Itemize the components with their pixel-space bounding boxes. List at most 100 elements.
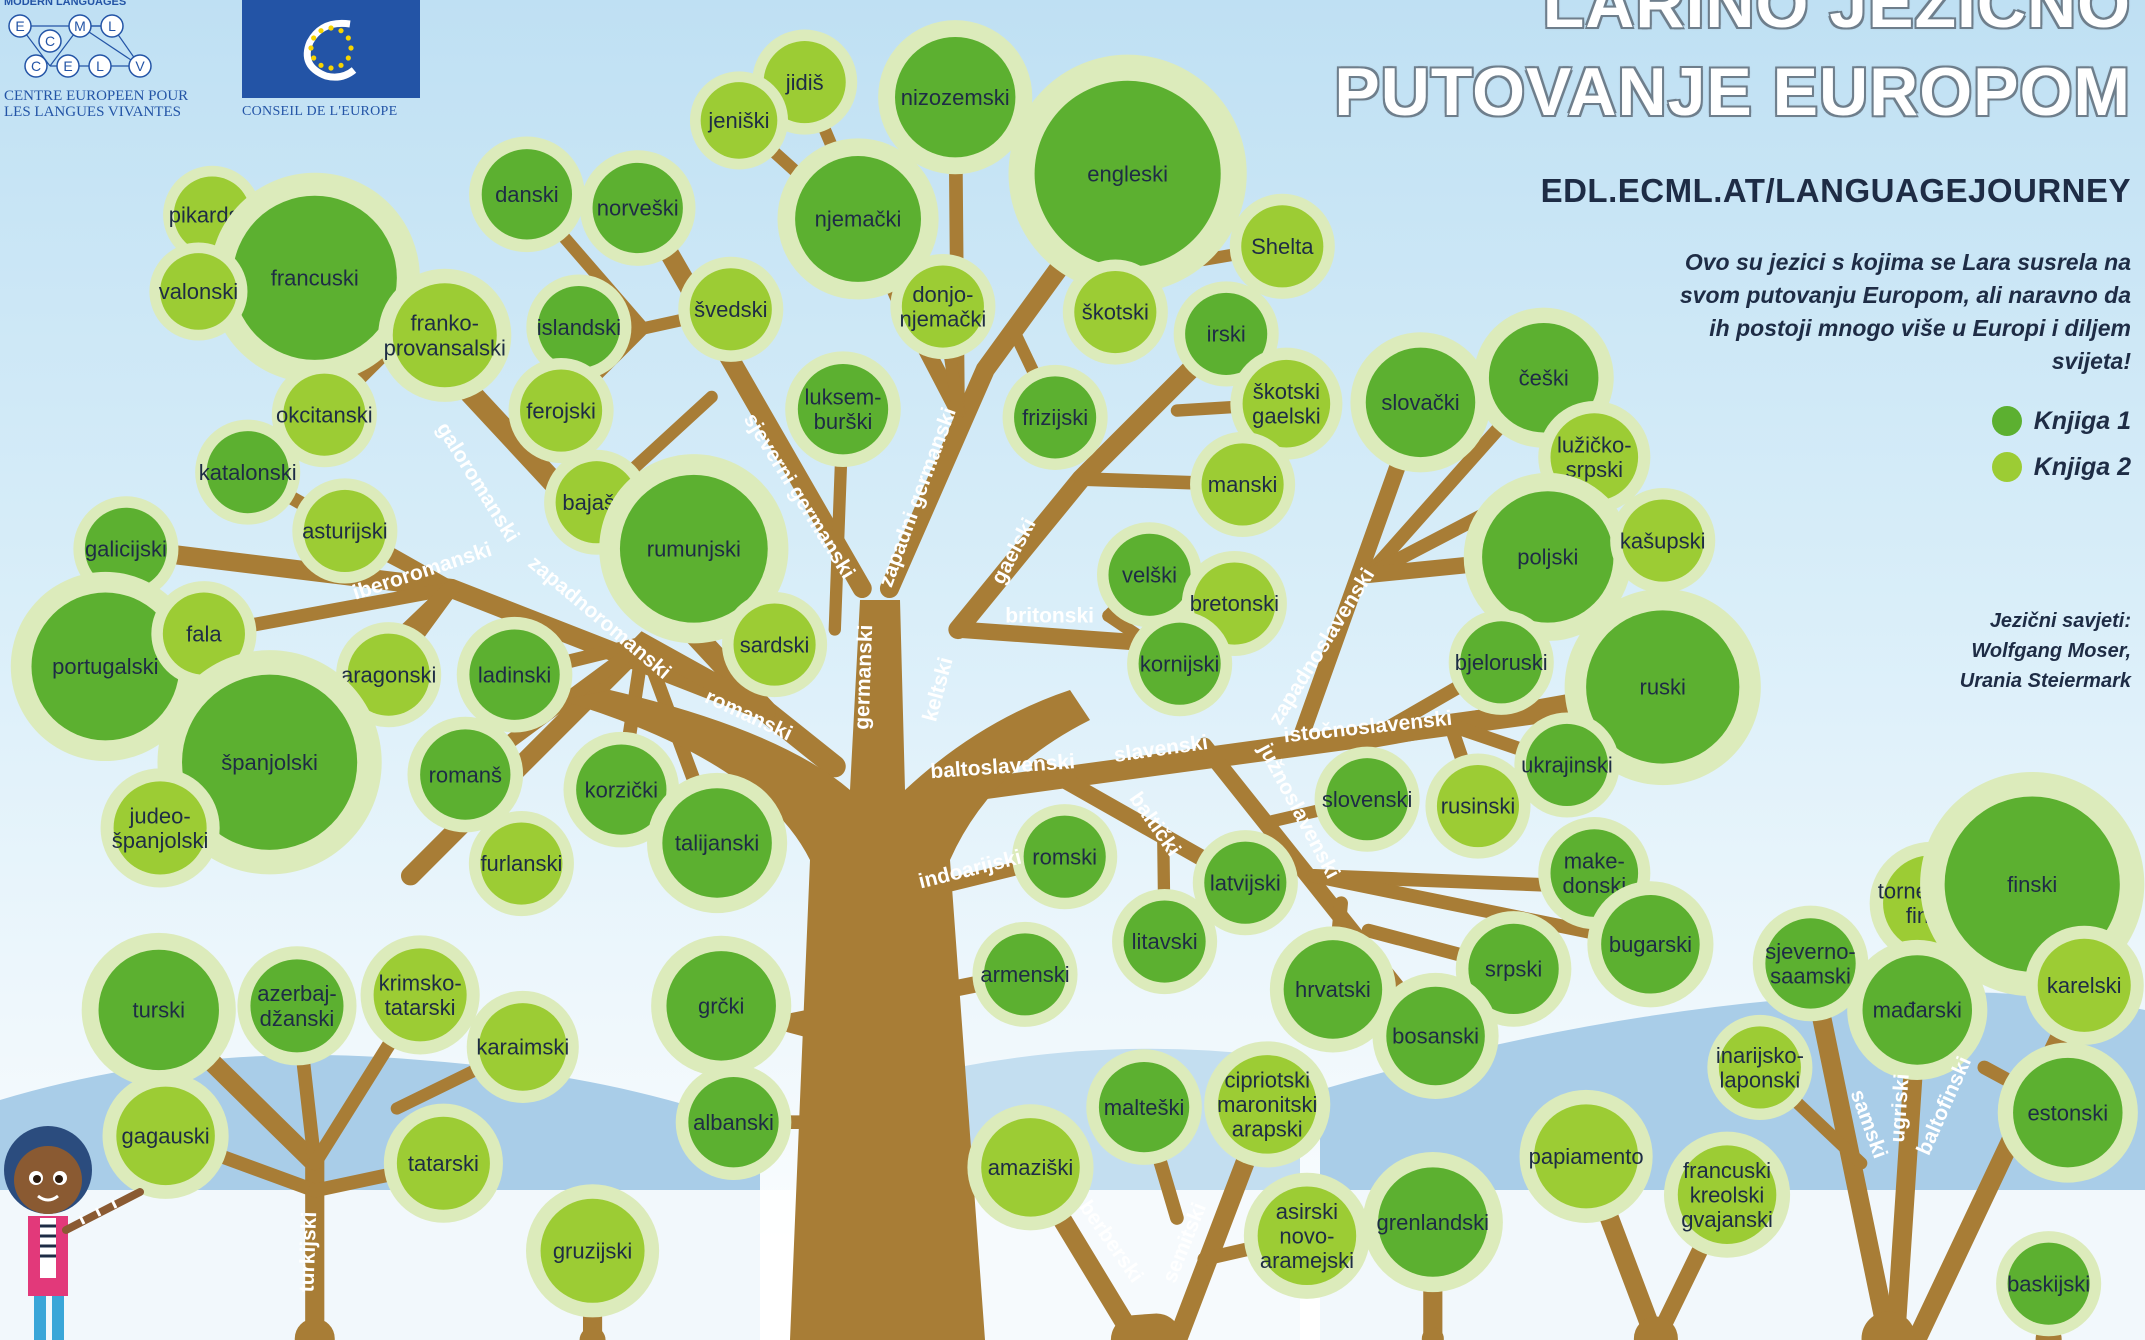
language-bubble-poljski[interactable]: poljski: [1463, 472, 1632, 642]
language-bubble-galicijski[interactable]: galicijski: [73, 496, 179, 602]
language-bubble-luksemburski[interactable]: luksem-burški: [785, 351, 901, 467]
language-bubble-kasupski[interactable]: kašupski: [1610, 488, 1716, 594]
language-bubble-amaziski[interactable]: amaziški: [967, 1104, 1094, 1231]
language-bubble-slovacki[interactable]: slovački: [1350, 332, 1491, 473]
language-bubble-asturijski[interactable]: asturijski: [292, 478, 398, 584]
bubble-circle: [116, 1086, 215, 1186]
language-bubble-njemacki[interactable]: njemački: [777, 138, 939, 300]
language-label: litavski: [1132, 929, 1198, 954]
language-bubble-gruzijski[interactable]: gruzijski: [525, 1184, 660, 1318]
language-bubble-korzicki[interactable]: korzički: [563, 731, 680, 848]
journey-url-link[interactable]: EDL.ECML.AT/LANGUAGEJOURNEY: [1540, 172, 2131, 209]
language-bubble-slovenski[interactable]: slovenski: [1314, 746, 1420, 852]
language-bubble-inarijsko-laponski[interactable]: inarijsko-laponski: [1707, 1014, 1813, 1120]
language-bubble-baskijski[interactable]: baskijski: [1996, 1231, 2102, 1337]
bubble-circle: [1862, 955, 1973, 1065]
coe-star-icon: [328, 65, 334, 71]
language-bubble-nizozemski[interactable]: nizozemski: [878, 20, 1033, 175]
language-bubble-franko-provansalski[interactable]: franko-provansalski: [378, 268, 512, 402]
language-bubble-ruski[interactable]: ruski: [1564, 588, 1761, 786]
language-bubble-grcki[interactable]: grčki: [651, 935, 792, 1076]
ecml-logo-top-text: MODERN LANGUAGES: [4, 0, 127, 8]
language-bubble-albanski[interactable]: albanski: [675, 1064, 792, 1180]
language-bubble-shelta[interactable]: Shelta: [1229, 193, 1335, 299]
language-bubble-romski[interactable]: romski: [1012, 804, 1118, 910]
language-bubble-kornijski[interactable]: kornijski: [1127, 611, 1233, 717]
language-bubble-portugalski[interactable]: portugalski: [10, 571, 200, 762]
language-bubble-rumunjski[interactable]: rumunjski: [599, 454, 789, 644]
language-bubble-francuski[interactable]: francuski: [209, 172, 420, 383]
language-bubble-talijanski[interactable]: talijanski: [647, 772, 788, 914]
language-bubble-manski[interactable]: manski: [1190, 431, 1296, 537]
language-bubble-rusinski[interactable]: rusinski: [1425, 753, 1531, 859]
language-bubble-ladinski[interactable]: ladinski: [456, 616, 573, 733]
language-bubble-litavski[interactable]: litavski: [1112, 888, 1218, 995]
language-label: tatarski: [385, 995, 456, 1020]
language-bubble-bugarski[interactable]: bugarski: [1587, 881, 1714, 1008]
language-bubble-sardski[interactable]: sardski: [722, 592, 828, 698]
language-bubble-ukrajinski[interactable]: ukrajinski: [1514, 712, 1620, 818]
language-bubble-frizijski[interactable]: frizijski: [1002, 364, 1108, 470]
language-bubble-krimsko-tatarski[interactable]: krimsko-tatarski: [360, 935, 480, 1055]
language-bubble-judeo-spanjolski[interactable]: judeo-španjolski: [100, 768, 220, 888]
language-bubble-papiamento[interactable]: papiamento: [1519, 1089, 1653, 1223]
language-bubble-latvijski[interactable]: latvijski: [1192, 830, 1298, 936]
language-bubble-ferojski[interactable]: ferojski: [508, 357, 614, 464]
language-bubble-danski[interactable]: danski: [469, 136, 585, 253]
legend-label-book2: Knjiga 2: [2033, 452, 2131, 481]
language-bubble-katalonski[interactable]: katalonski: [195, 419, 301, 525]
bubble-circle: [98, 949, 219, 1071]
bubble-circle: [700, 82, 778, 159]
language-label: azerbaj-: [257, 981, 336, 1006]
bubble-circle: [283, 373, 366, 456]
language-bubble-furlanski[interactable]: furlanski: [468, 810, 574, 917]
language-bubble-islandski[interactable]: islandski: [526, 274, 632, 380]
language-label: asturijski: [302, 519, 388, 544]
language-bubble-okcitanski[interactable]: okcitanski: [271, 362, 377, 468]
language-bubble-valonski[interactable]: valonski: [149, 242, 248, 341]
language-bubble-gagauski[interactable]: gagauski: [102, 1072, 229, 1199]
language-bubble-bjeloruski[interactable]: bjeloruski: [1448, 609, 1554, 715]
language-bubble-svedski[interactable]: švedski: [678, 256, 784, 362]
language-bubble-sjeverno-saamski[interactable]: sjeverno-saamski: [1752, 905, 1869, 1022]
language-bubble-tatarski[interactable]: tatarski: [383, 1103, 503, 1223]
language-bubble-armenski[interactable]: armenski: [972, 921, 1078, 1027]
bubble-circle: [520, 369, 603, 452]
ecml-letter: C: [31, 58, 41, 74]
language-bubble-madarski[interactable]: mađarski: [1847, 939, 1988, 1081]
language-label: švedski: [694, 297, 767, 322]
ecml-bottom-line2: LES LANGUES VIVANTES: [4, 104, 181, 120]
council-of-europe-logo[interactable]: CONSEIL DE L'EUROPE: [242, 0, 422, 125]
language-bubble-azerbajdzanski[interactable]: azerbaj-džanski: [237, 946, 357, 1066]
language-label: talijanski: [675, 831, 759, 856]
language-bubble-hrvatski[interactable]: hrvatski: [1269, 926, 1396, 1053]
language-bubble-malteski[interactable]: malteški: [1086, 1049, 1202, 1165]
bubble-circle: [1365, 347, 1476, 458]
language-bubble-turski[interactable]: turski: [81, 932, 236, 1088]
language-label: grenlandski: [1377, 1210, 1490, 1235]
language-bubble-grenlandski[interactable]: grenlandski: [1362, 1152, 1503, 1293]
language-bubble-donjonjemacki[interactable]: donjo-njemački: [890, 253, 996, 360]
language-bubble-estonski[interactable]: estonski: [1997, 1042, 2138, 1183]
language-bubble-velski[interactable]: velški: [1096, 522, 1203, 628]
language-label: gaelski: [1252, 404, 1320, 429]
language-bubble-jeniski[interactable]: jeniški: [689, 71, 789, 170]
bubble-circle: [1108, 533, 1191, 616]
language-bubble-romans[interactable]: romanš: [407, 716, 524, 833]
bubble-circle: [1460, 621, 1543, 704]
language-bubble-skotski[interactable]: škotski: [1062, 259, 1168, 365]
language-bubble-karelski[interactable]: karelski: [2024, 925, 2144, 1045]
language-label: danski: [495, 182, 559, 207]
language-bubble-bosanski[interactable]: bosanski: [1372, 972, 1499, 1100]
language-label: inarijsko-: [1716, 1043, 1804, 1068]
language-bubble-norveski[interactable]: norveški: [579, 150, 696, 266]
language-bubble-engleski[interactable]: engleski: [1008, 54, 1247, 293]
language-bubble-karaimski[interactable]: karaimski: [466, 990, 579, 1103]
coe-star-icon: [308, 45, 314, 51]
